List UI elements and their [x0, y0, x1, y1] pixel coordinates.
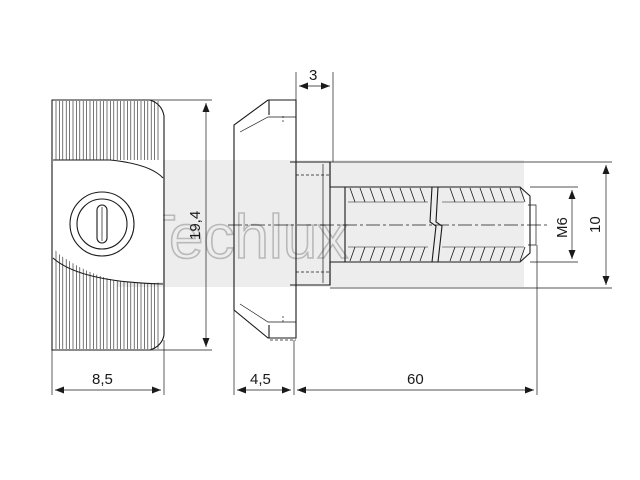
thread-tooth: [389, 187, 396, 262]
thread-tooth: [449, 187, 456, 262]
thread-tooth: [519, 187, 526, 262]
front-dimensions: 8,5 19,4: [51, 99, 212, 395]
thread-tooth: [509, 187, 516, 262]
thread-tooth: [359, 187, 366, 262]
front-height-label: 19,4: [187, 211, 204, 240]
band-bottom-edge: [52, 257, 164, 285]
screw-slot: [96, 204, 108, 244]
side-view: [228, 99, 548, 341]
watermark: Techlux: [117, 160, 524, 287]
thread-pattern: [348, 187, 526, 262]
screw-head-outer: [69, 191, 135, 257]
front-width-label: 8,5: [92, 371, 113, 388]
thread-tooth: [479, 187, 486, 262]
diameter-label: 10: [587, 216, 604, 233]
thread-root-line: [348, 201, 524, 248]
thread-tooth: [419, 187, 426, 262]
thread-body: [344, 186, 531, 263]
side-dimensions: 3 4,5 60 M6 10: [233, 67, 612, 395]
watermark-box: [117, 160, 524, 287]
thread-size-label: M6: [554, 217, 571, 238]
thread-tooth: [469, 187, 476, 262]
screw-head-inner: [76, 198, 128, 250]
nut-outline: [51, 99, 165, 351]
thread-tooth: [459, 187, 466, 262]
break-line: [429, 186, 437, 263]
thread-tooth: [369, 187, 376, 262]
band-top-edge: [53, 159, 164, 179]
center-band: [53, 160, 163, 284]
thread-tooth: [409, 187, 416, 262]
thread-tooth: [489, 187, 496, 262]
front-view: [51, 99, 165, 351]
thread-tooth: [399, 187, 406, 262]
flange-width-label: 4,5: [250, 371, 271, 388]
thread-tooth: [499, 187, 506, 262]
head-thickness-label: 3: [309, 67, 317, 84]
length-label: 60: [407, 371, 424, 388]
thread-tooth: [349, 187, 356, 262]
thread-tooth: [379, 187, 386, 262]
watermark-text: Techlux: [138, 203, 348, 272]
